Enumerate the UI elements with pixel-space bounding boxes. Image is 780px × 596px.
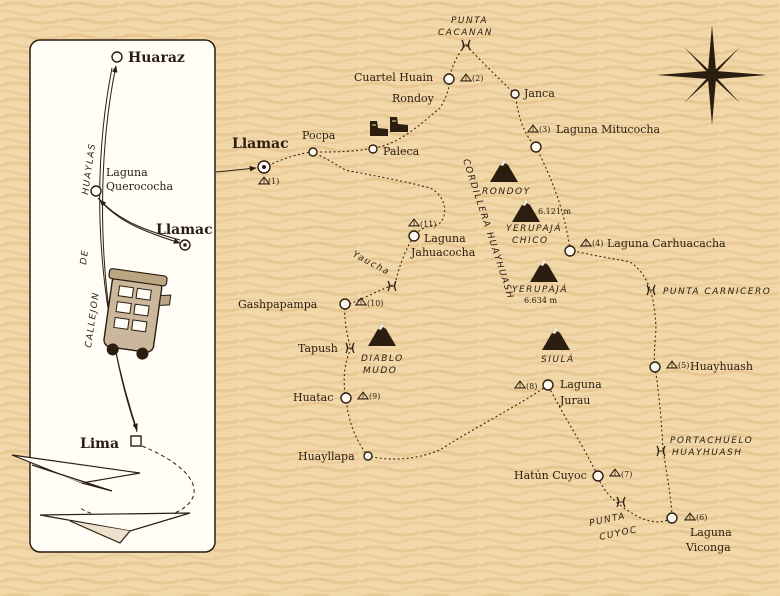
huayhuash-marker bbox=[649, 361, 661, 373]
yerupaja-chico-label-1: YERUPAJÁ bbox=[506, 222, 562, 234]
camp-7-label: (7) bbox=[621, 470, 632, 479]
laguna-jurau-marker bbox=[542, 379, 554, 391]
camp-3-label: (3) bbox=[539, 125, 550, 134]
punta-carnicero-label: PUNTA CARNICERO bbox=[663, 287, 771, 297]
inset-llamac-label: Llamac bbox=[156, 222, 213, 238]
compass-rose-icon bbox=[657, 25, 767, 125]
laguna-carhuacacha-label: Laguna Carhuacacha bbox=[607, 237, 726, 250]
camp-6-label: (6) bbox=[696, 513, 707, 522]
laguna-carhuacacha-marker bbox=[564, 245, 576, 257]
airplane-icon-2 bbox=[39, 512, 191, 544]
pocpa-marker bbox=[308, 147, 318, 157]
callejon-label-2: DE bbox=[79, 249, 91, 266]
huatac-label: Huatac bbox=[293, 391, 333, 404]
janca-label: Janca bbox=[523, 87, 555, 100]
huayllapa-marker bbox=[363, 451, 373, 461]
inset-llamac-dot bbox=[183, 243, 187, 247]
camp-5-label: (5) bbox=[678, 361, 689, 370]
rondoy-peak-label: RONDOY bbox=[482, 187, 531, 197]
yerupaja-peak-icon bbox=[530, 258, 558, 282]
inset-road-west bbox=[99, 67, 138, 431]
tapush-label: Tapush bbox=[298, 342, 338, 355]
janca-marker bbox=[510, 89, 520, 99]
huaraz-marker bbox=[111, 51, 123, 63]
hatun-cuyoc-label: Hatún Cuyoc bbox=[514, 469, 587, 482]
yerupaja-label: YERUPAJÁ bbox=[512, 283, 568, 295]
huaraz-label: Huaraz bbox=[128, 50, 185, 66]
hiking-boots-icon bbox=[370, 117, 408, 136]
camp-11-label: (11) bbox=[420, 220, 436, 229]
gashpapampa-marker bbox=[339, 298, 351, 310]
portachuelo-label-2: HUAYHUASH bbox=[672, 448, 743, 458]
siula-label: SIULÁ bbox=[541, 353, 575, 365]
laguna-viconga-label-1: Laguna bbox=[690, 526, 732, 539]
gashpapampa-label: Gashpapampa bbox=[238, 298, 318, 311]
bus-icon bbox=[103, 268, 172, 360]
siula-peak-icon bbox=[542, 326, 570, 350]
punta-cacanan-label-2: CACANAN bbox=[438, 28, 493, 38]
yerupaja-alt: 6.634 m bbox=[524, 296, 557, 305]
laguna-jahuacocha-label-2: Jahuacocha bbox=[410, 246, 476, 259]
cuartel-huain-label: Cuartel Huain bbox=[354, 71, 433, 84]
laguna-viconga-marker bbox=[666, 512, 678, 524]
camp-1-label: (1) bbox=[268, 177, 279, 186]
huayllapa-label: Huayllapa bbox=[298, 450, 355, 463]
diablo-mudo-label-1: DIABLO bbox=[361, 354, 404, 364]
rondoy-town-label: Rondoy bbox=[392, 92, 435, 105]
airplane-icon-1 bbox=[11, 454, 141, 492]
inset-road-llamac-back bbox=[99, 199, 181, 241]
yerupaja-chico-alt: 6.121 m bbox=[538, 207, 571, 216]
portachuelo-label-1: PORTACHUELO bbox=[670, 436, 753, 446]
inset-road-east bbox=[102, 65, 138, 433]
laguna-mitucocha-marker bbox=[530, 141, 542, 153]
camp-8-label: (8) bbox=[526, 382, 537, 391]
laguna-jahuacocha-marker bbox=[408, 230, 420, 242]
hatun-cuyoc-marker bbox=[592, 470, 604, 482]
querococha-label-1: Laguna bbox=[106, 166, 148, 179]
laguna-jurau-label-2: Jurau bbox=[559, 394, 590, 407]
rondoy-peak-icon bbox=[490, 158, 518, 182]
laguna-viconga-label-2: Viconga bbox=[685, 541, 731, 554]
lima-marker bbox=[130, 435, 142, 447]
paleca-label: Paleca bbox=[383, 145, 420, 158]
camp-9-label: (9) bbox=[369, 392, 380, 401]
querococha-label-2: Querococha bbox=[106, 180, 174, 193]
llamac-marker-dot bbox=[262, 165, 266, 169]
pocpa-label: Pocpa bbox=[302, 129, 336, 142]
lima-label: Lima bbox=[80, 436, 119, 452]
inset-to-map-arrow bbox=[215, 165, 257, 173]
paleca-marker bbox=[368, 144, 378, 154]
yerupaja-chico-peak-icon bbox=[512, 198, 540, 222]
cuartel-huain-marker bbox=[443, 73, 455, 85]
punta-cacanan-label-1: PUNTA bbox=[451, 16, 488, 26]
inset-panel: Huaraz Laguna Querococha Llamac CALLEJON… bbox=[11, 39, 216, 553]
huatac-marker bbox=[340, 392, 352, 404]
trek-route bbox=[263, 44, 673, 523]
diablo-mudo-label-2: MUDO bbox=[363, 366, 397, 376]
querococha-marker bbox=[90, 185, 102, 197]
laguna-jurau-label-1: Laguna bbox=[560, 378, 602, 391]
camp-4-label: (4) bbox=[592, 239, 603, 248]
diablo-mudo-peak-icon bbox=[368, 322, 396, 346]
huayhuash-label: Huayhuash bbox=[690, 360, 753, 373]
yerupaja-chico-label-2: CHICO bbox=[512, 236, 549, 246]
laguna-jahuacocha-label-1: Laguna bbox=[424, 232, 466, 245]
camp-10-label: (10) bbox=[367, 299, 383, 308]
laguna-mitucocha-label: Laguna Mitucocha bbox=[556, 123, 660, 136]
camp-2-label: (2) bbox=[472, 74, 483, 83]
llamac-label: Llamac bbox=[232, 136, 289, 152]
